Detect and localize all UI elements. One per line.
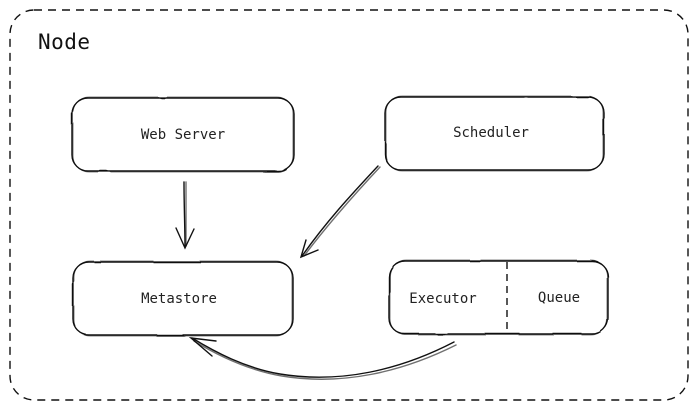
web-server-label: Web Server — [140, 127, 226, 143]
scheduler-label: Scheduler — [453, 125, 529, 141]
arrow-scheduler-to-metastore — [299, 165, 381, 259]
scheduler-box[interactable] — [384, 95, 605, 172]
metastore-box[interactable] — [72, 260, 294, 337]
arrow-webserver-to-metastore — [175, 181, 195, 250]
queue-label: Queue — [537, 290, 581, 306]
web-server-box[interactable] — [71, 96, 295, 173]
node-container — [9, 9, 689, 401]
executor-queue-box[interactable] — [388, 259, 609, 336]
executor-label: Executor — [409, 291, 477, 307]
metastore-label: Metastore — [141, 291, 217, 307]
node-title: Node — [38, 30, 91, 54]
arrow-executor-to-metastore — [188, 337, 457, 380]
